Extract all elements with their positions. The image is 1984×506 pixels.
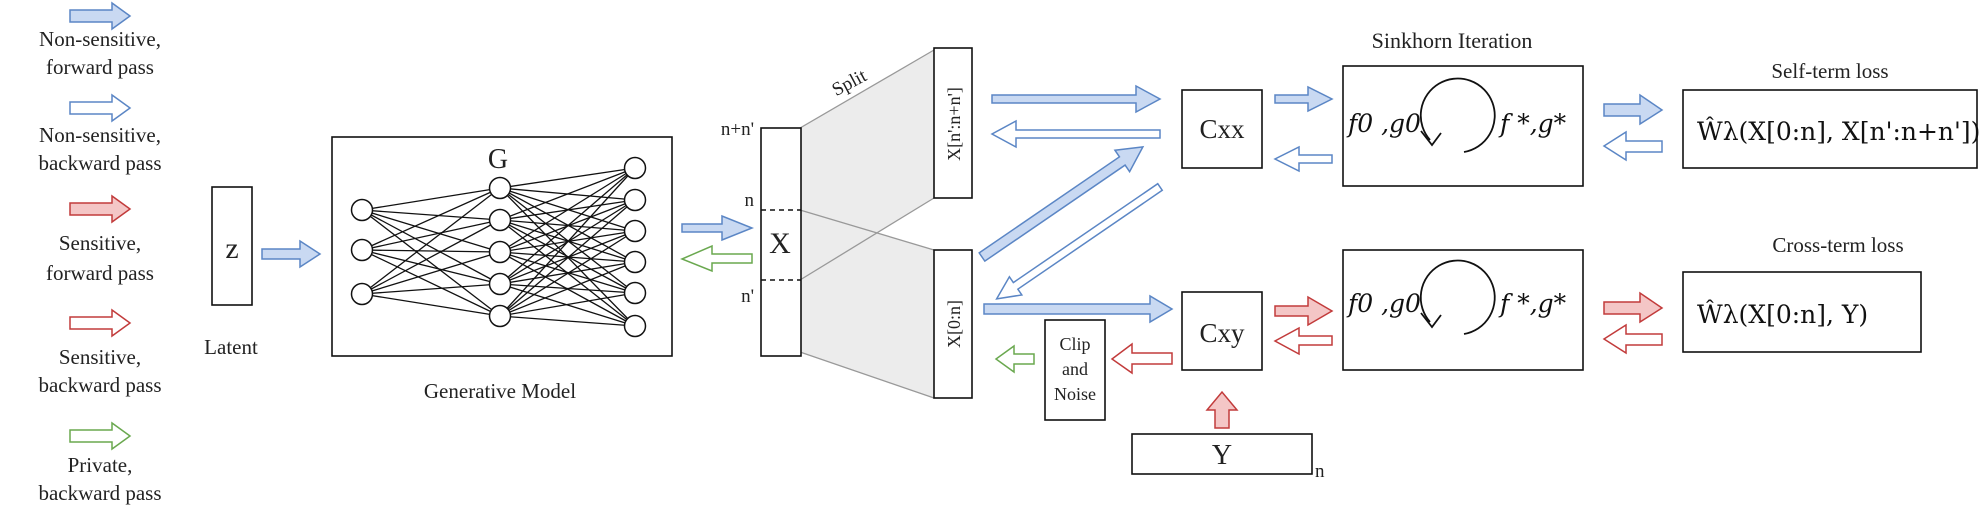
cross-loss-box [1682, 271, 1922, 353]
nn-node-1-2 [488, 240, 512, 264]
nn-node-0-2 [350, 282, 374, 306]
clip-label-1: Clip [1059, 334, 1090, 354]
cost-xx-label: Cxx [1199, 114, 1245, 144]
split-upper-label: X[n':n+n'] [944, 87, 964, 161]
legend-label-1a: Non-sensitive, [39, 27, 161, 51]
clip-noise-box [1044, 319, 1106, 421]
arrow-cxy-to-sinkhorn [1274, 295, 1334, 327]
arrow-cxx-to-sinkhorn [1274, 85, 1334, 113]
legend-label-3a: Sensitive, [59, 231, 141, 255]
arrow-cxx-to-upper [990, 119, 1161, 149]
arrow-cxy-to-clip [1110, 342, 1173, 375]
target-block: Y n [1131, 433, 1325, 482]
nn-node-1-0 [488, 176, 512, 200]
cross-loss-formula: Ŵλ(X[0:n], Y) [1697, 300, 1868, 329]
arrow-y-to-cxy [1205, 390, 1239, 429]
arrow-generator-to-x [681, 214, 755, 242]
arrow-sinkhorn-to-self-loss [1603, 93, 1664, 126]
arrow-x-to-generator-private [680, 244, 753, 273]
tick-n-plus-n-prime: n+n' [721, 119, 754, 140]
nn-node-2-4 [623, 281, 647, 305]
nn-node-2-1 [623, 188, 647, 212]
legend-arrow-sensitive-forward [69, 194, 132, 224]
split-lower-label: X[0:n] [944, 300, 964, 348]
arrow-sinkhorn-to-cxx [1273, 145, 1333, 173]
legend-label-1b: forward pass [46, 55, 154, 79]
nn-node-2-0 [623, 156, 647, 180]
nn-node-2-5 [623, 314, 647, 338]
legend-arrow-private-backward [69, 421, 132, 451]
generator-block: G Generative Model [331, 136, 673, 403]
split-upper-box [933, 47, 973, 199]
generator-title: G [488, 144, 508, 175]
latent-block: z Latent [204, 186, 258, 359]
cost-xy-label: Cxy [1199, 318, 1245, 348]
arrow-upper-to-cxx [991, 84, 1162, 114]
batch-box [760, 127, 802, 357]
nn-node-2-3 [623, 250, 647, 274]
target-subscript: n [1315, 461, 1325, 482]
legend-label-4a: Sensitive, [59, 345, 141, 369]
legend-arrow-nonsensitive-backward [69, 93, 132, 123]
clip-noise-block: Clip and Noise [1044, 319, 1106, 421]
legend-label-2a: Non-sensitive, [39, 123, 161, 147]
nn-node-0-1 [350, 238, 374, 262]
sinkhorn-self-result: f *,g* [1498, 109, 1567, 138]
sinkhorn-self-init: f0 ,g0 [1346, 109, 1421, 138]
latent-caption: Latent [204, 335, 258, 359]
arrow-sinkhorn-to-cxy [1273, 326, 1333, 356]
legend-arrow-nonsensitive-forward [69, 1, 132, 31]
sinkhorn-cross-box [1342, 249, 1584, 371]
arrow-lower-to-cxy [983, 294, 1174, 324]
generator-caption: Generative Model [424, 379, 576, 403]
arrow-clip-to-lower-private [994, 344, 1035, 374]
batch-symbol: X [769, 227, 791, 260]
sinkhorn-self-loop-icon [1419, 77, 1496, 153]
arrow-cxx-to-lower [995, 182, 1164, 300]
sinkhorn-cross-result: f *,g* [1498, 289, 1567, 318]
self-loss-box [1682, 89, 1978, 169]
target-symbol: Y [1212, 440, 1232, 471]
legend-label-4b: backward pass [38, 373, 161, 397]
legend-label-5b: backward pass [38, 481, 161, 505]
self-loss-title: Self-term loss [1771, 59, 1888, 83]
latent-symbol: z [225, 232, 238, 265]
cost-xx-box [1181, 89, 1263, 169]
arrow-cross-loss-to-sinkhorn [1602, 323, 1663, 355]
arrow-self-loss-to-sinkhorn [1602, 130, 1663, 162]
nn-node-0-0 [350, 198, 374, 222]
legend-label-5a: Private, [68, 453, 133, 477]
self-loss-formula: Ŵλ(X[0:n], X[n':n+n']) [1697, 117, 1980, 146]
batch-block: X n+n' n n' [721, 119, 802, 357]
sinkhorn-self-box [1342, 65, 1584, 187]
sinkhorn-self-block: f0 ,g0 f *,g* [1342, 65, 1584, 187]
target-box [1131, 433, 1313, 475]
nn-node-1-3 [488, 272, 512, 296]
clip-label-2: and [1062, 359, 1088, 379]
legend: Non-sensitive, forward pass Non-sensitiv… [38, 1, 162, 505]
legend-label-3b: forward pass [46, 261, 154, 285]
arrow-sinkhorn-to-cross-loss [1603, 291, 1664, 324]
nn-node-1-4 [488, 304, 512, 328]
tick-n: n [745, 190, 755, 211]
latent-box [211, 186, 253, 306]
clip-label-3: Noise [1054, 384, 1096, 404]
nn-node-2-2 [623, 219, 647, 243]
cross-loss-title: Cross-term loss [1772, 233, 1903, 257]
sinkhorn-cross-init: f0 ,g0 [1346, 289, 1421, 318]
arrow-lower-to-cxx [978, 145, 1145, 263]
legend-label-2b: backward pass [38, 151, 161, 175]
neural-network-graphic [350, 156, 647, 338]
nn-node-1-1 [488, 208, 512, 232]
arrow-z-to-generator [261, 239, 322, 269]
legend-arrow-sensitive-backward [69, 308, 132, 338]
sinkhorn-cross-loop-icon [1419, 259, 1496, 335]
tick-n-prime: n' [741, 286, 754, 307]
split-lower-box [933, 249, 973, 399]
sinkhorn-title: Sinkhorn Iteration [1372, 28, 1533, 53]
cost-xy-box [1181, 291, 1263, 371]
sinkhorn-cross-block: f0 ,g0 f *,g* [1342, 249, 1584, 371]
split-projection-lower [800, 210, 934, 398]
